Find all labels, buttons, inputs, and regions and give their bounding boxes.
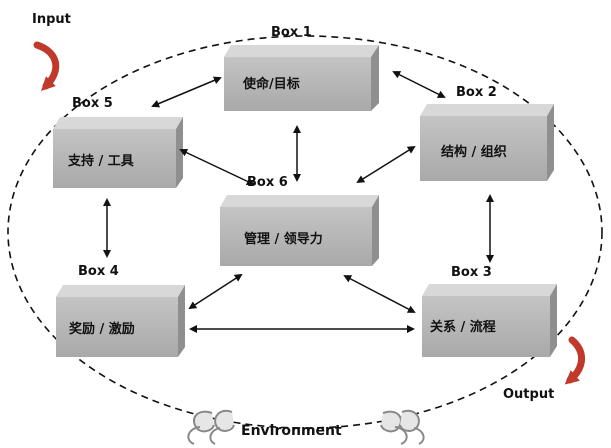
box-5-title: Box 5 [72,96,113,111]
box-4-shape [56,285,185,357]
output-arrow-icon [564,336,585,385]
arrow-box1-box2 [392,71,446,98]
box-6-text: 管理 / 领导力 [244,232,323,247]
environment-label: Environment [241,423,342,439]
input-label: Input [32,12,71,27]
box-1-shape [224,45,379,111]
box-6-shape [220,195,379,266]
box-2-title: Box 2 [456,85,497,100]
box-2-shape [420,104,554,181]
arrow-box2-box6 [356,145,416,184]
environment-boundary [7,35,603,429]
box-3-text: 关系 / 流程 [430,320,496,335]
box-5-shape [53,117,183,188]
input-arrow-icon [33,41,60,91]
box-5-text: 支持 / 工具 [68,154,134,169]
box-3-title: Box 3 [451,265,492,280]
box-2-text: 结构 / 组织 [441,145,507,160]
arrow-box6-box4 [188,273,243,310]
arrow-box6-box3 [343,275,416,313]
box-1-text: 使命/目标 [243,77,300,92]
box-6-title: Box 6 [247,175,288,190]
arrow-box1-box5 [151,76,222,108]
box-4-title: Box 4 [78,264,119,279]
box-1-title: Box 1 [271,25,312,40]
arrow-box5-box6 [179,148,255,186]
output-label: Output [503,387,555,402]
environment-swirl-right-icon [380,409,425,445]
box-3-shape [422,284,557,357]
environment-swirl-left-icon [187,409,235,445]
box-4-text: 奖励 / 激励 [69,322,135,337]
